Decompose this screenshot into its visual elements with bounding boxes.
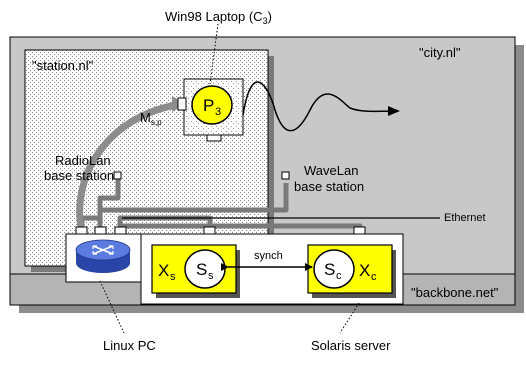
linux-pc-router xyxy=(65,226,142,283)
radio-link xyxy=(76,100,183,233)
node-p3-sub: 3 xyxy=(215,106,221,118)
synch-label: synch xyxy=(254,250,283,262)
laptop-label-sub: 3 xyxy=(263,16,268,26)
msp-label-main: M xyxy=(140,110,151,125)
xs-ss-block: X s S s xyxy=(151,244,240,298)
node-sc-sub: c xyxy=(336,270,342,282)
movement-arrow xyxy=(242,81,400,132)
city-label: "city.nl" xyxy=(419,45,461,60)
node-ss-sub: s xyxy=(208,270,214,282)
laptop-label-close: ) xyxy=(268,9,272,24)
radiolan-label-line1: RadioLan xyxy=(55,153,111,168)
laptop-label: Win98 Laptop (C3) xyxy=(165,9,272,26)
linux-pc-label: Linux PC xyxy=(103,338,156,353)
msp-label: Ms,p xyxy=(140,110,162,127)
radiolan-label-line2: base station xyxy=(44,168,114,183)
leader-lines xyxy=(99,23,360,334)
station-label: "station.nl" xyxy=(32,58,94,73)
msp-label-sub: s,p xyxy=(151,118,162,127)
node-xs-sub: s xyxy=(170,271,176,283)
wavelan-label-line2: base station xyxy=(294,179,364,194)
wavelan-label-line1: WaveLan xyxy=(304,163,358,178)
sc-xc-block: S c X c xyxy=(307,244,396,298)
node-xs-main: X xyxy=(158,261,169,280)
node-p3: P 3 xyxy=(191,85,233,125)
solaris-server-label: Solaris server xyxy=(311,338,391,353)
node-xc-main: X xyxy=(359,261,370,280)
laptop-label-main: Win98 Laptop (C xyxy=(165,9,263,24)
node-ss-main: S xyxy=(196,260,207,279)
backbone-label: "backbone.net" xyxy=(411,285,499,300)
node-xc-sub: c xyxy=(371,271,377,283)
node-sc-main: S xyxy=(324,260,335,279)
ethernet-label: Ethernet xyxy=(444,212,486,224)
node-p3-main: P xyxy=(203,96,214,115)
wavelan-antenna xyxy=(281,171,290,180)
radiolan-antenna xyxy=(113,171,122,180)
